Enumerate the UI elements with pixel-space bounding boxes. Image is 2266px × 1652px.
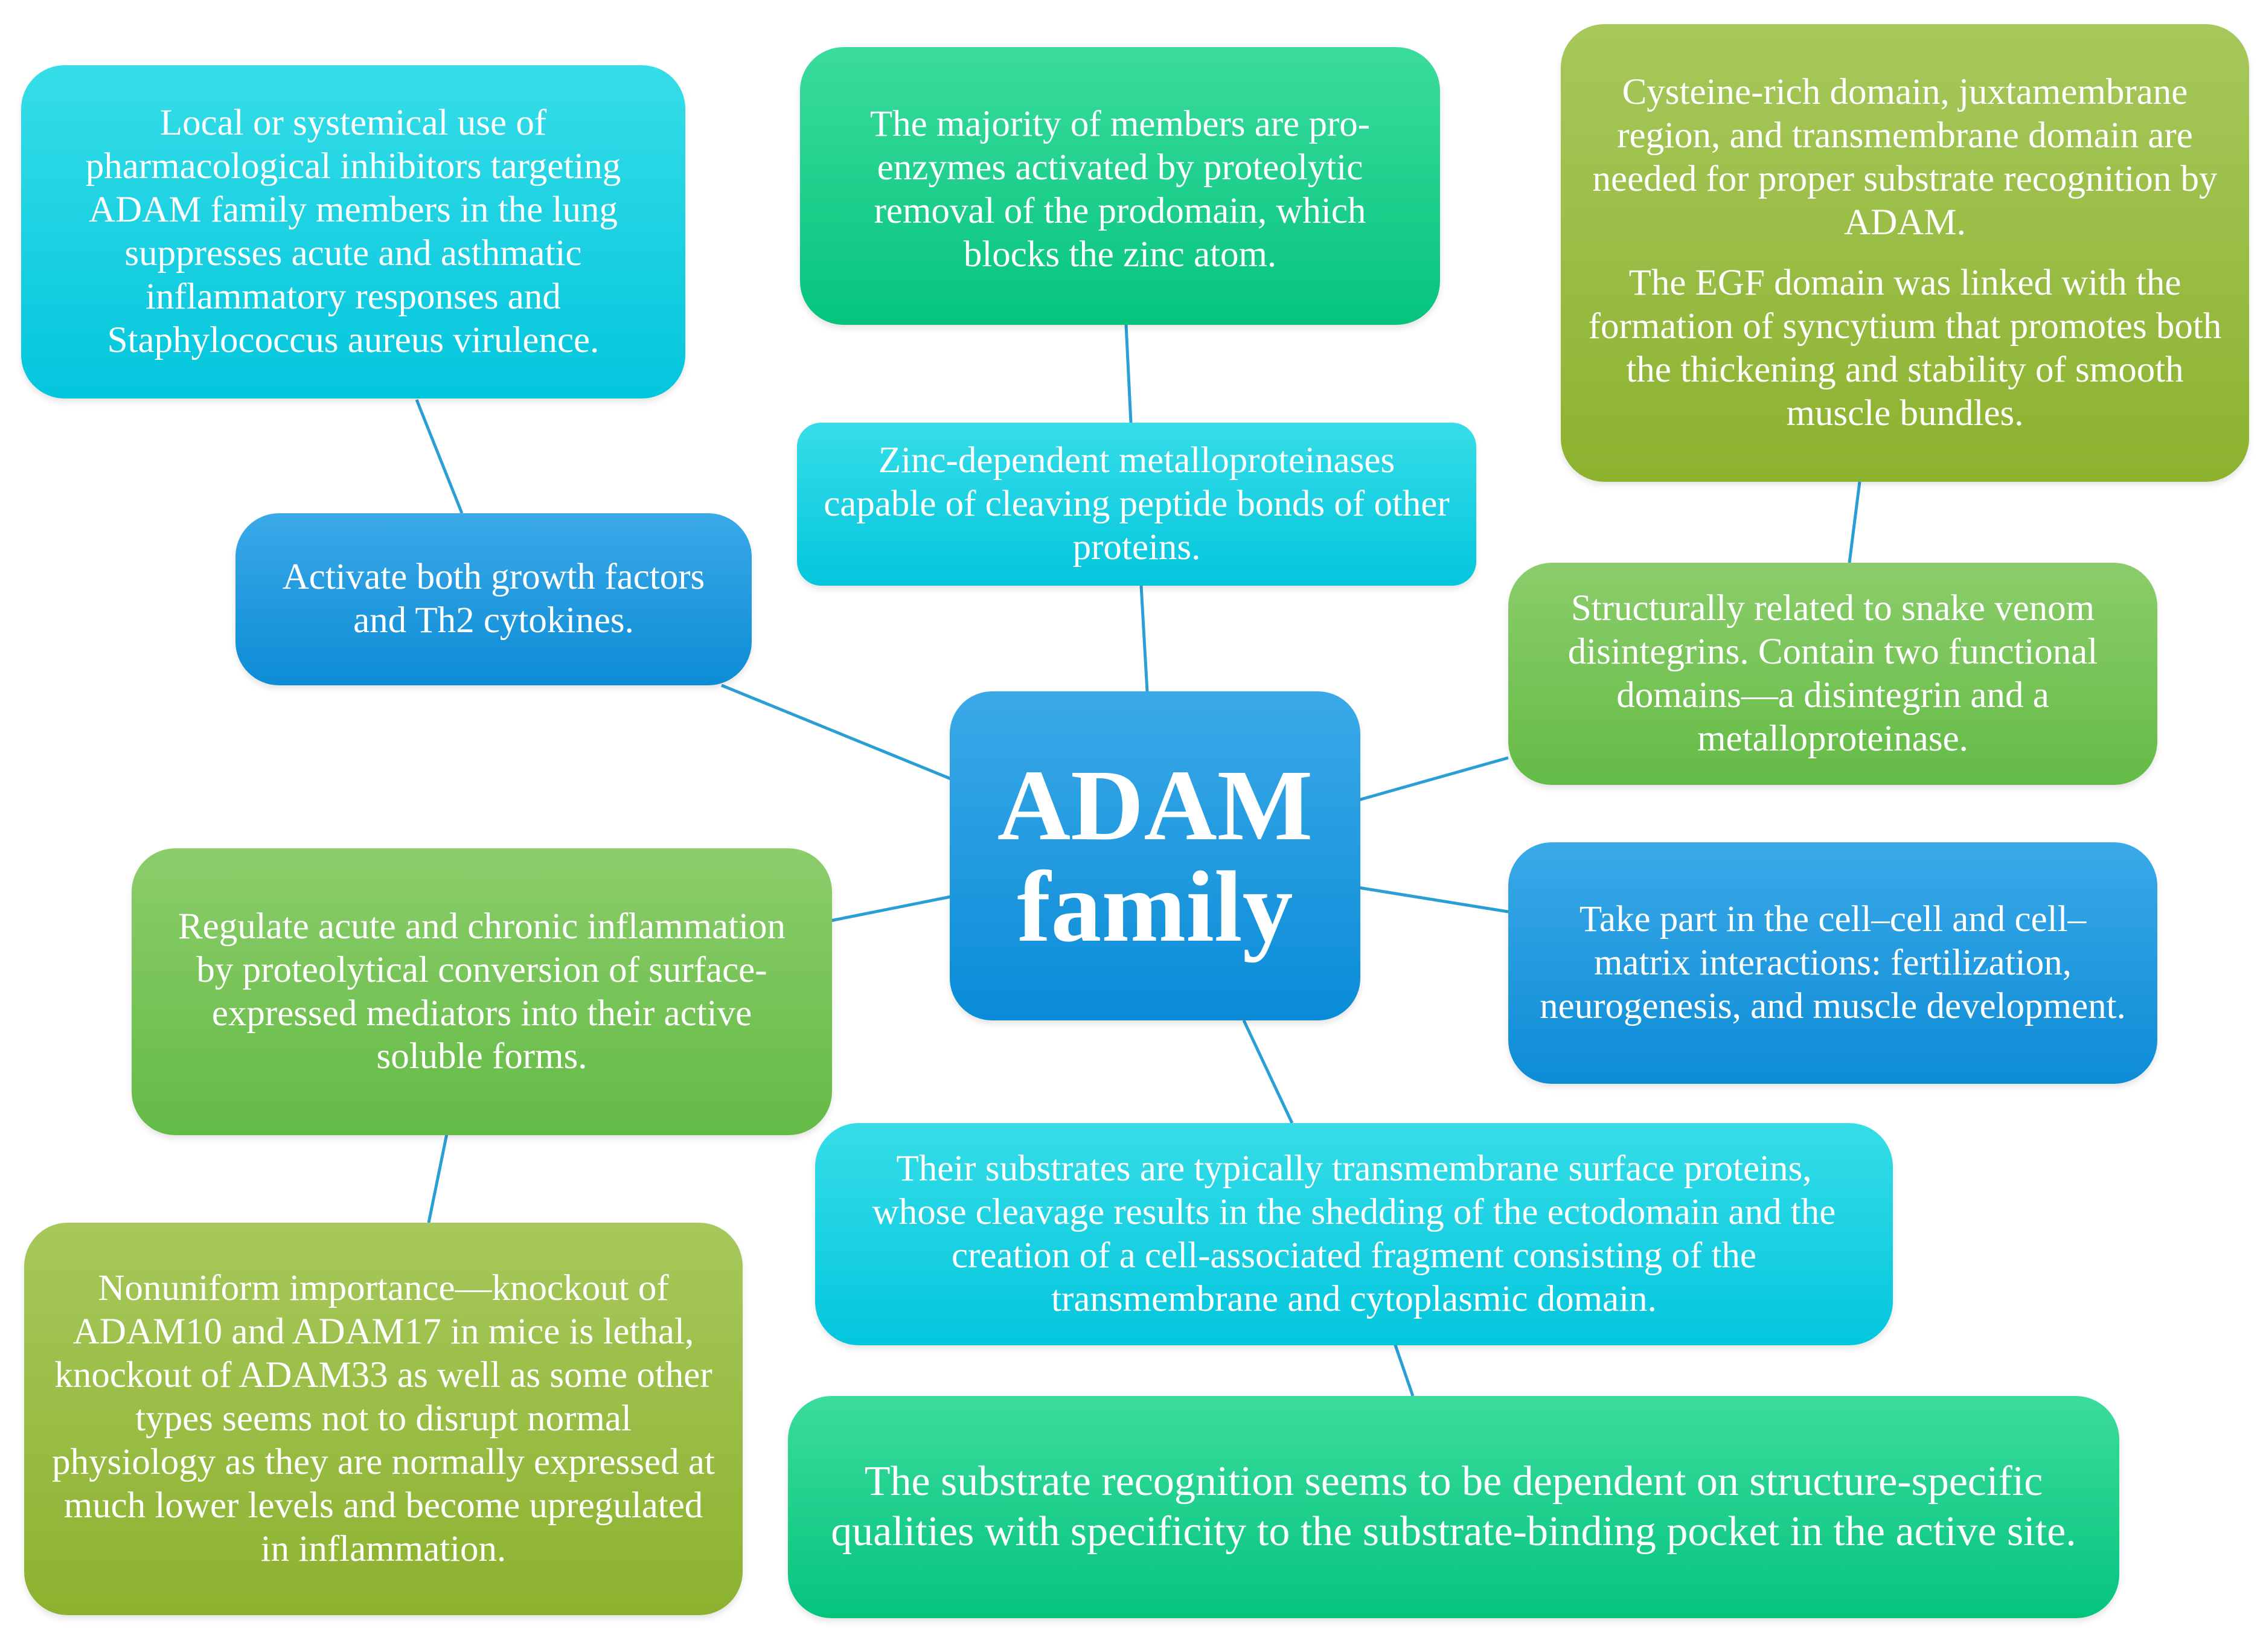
node-inflammation-text: Regulate acute and chronic inflammation … [178, 906, 786, 1077]
connector-cysteine-snake [1848, 481, 1861, 563]
node-cysteine-egf: Cysteine-rich domain, juxtamembrane regi… [1561, 24, 2249, 482]
center-node-adam-family: ADAM family [950, 691, 1360, 1020]
connector-center-snake [1358, 756, 1509, 802]
node-pro-enzymes-text: The majority of members are pro-enzymes … [869, 104, 1371, 275]
connector-center-cell [1358, 886, 1509, 914]
connector-growth-center [721, 684, 952, 781]
node-snake-venom: Structurally related to snake venom disi… [1508, 563, 2157, 785]
node-snake-venom-text: Structurally related to snake venom disi… [1567, 588, 2098, 759]
node-substrates-text: Their substrates are typically transmemb… [872, 1148, 1836, 1319]
connector-inflammation-knockout [427, 1133, 449, 1223]
node-substrates: Their substrates are typically transmemb… [815, 1123, 1893, 1345]
connector-zinc-center [1139, 585, 1149, 692]
node-growth-factors-text: Activate both growth factors and Th2 cyt… [282, 557, 705, 641]
node-knockout: Nonuniform importance—knockout of ADAM10… [24, 1223, 743, 1615]
center-title-line1: ADAM [997, 749, 1313, 862]
connector-inhibitors-growth [415, 399, 464, 514]
node-local-inhibitors-text: Local or systemical use of pharmacologic… [85, 103, 621, 360]
node-cell-interactions: Take part in the cell–cell and cell–matr… [1508, 842, 2157, 1084]
node-zinc-dependent: Zinc-dependent metalloproteinases capabl… [797, 423, 1476, 586]
connector-proenzymes-zinc [1124, 324, 1133, 423]
connector-substrates-recognition [1393, 1343, 1415, 1397]
node-growth-factors: Activate both growth factors and Th2 cyt… [235, 513, 752, 685]
node-inflammation: Regulate acute and chronic inflammation … [132, 848, 832, 1135]
node-local-inhibitors: Local or systemical use of pharmacologic… [21, 65, 685, 399]
node-knockout-text: Nonuniform importance—knockout of ADAM10… [52, 1268, 715, 1569]
connector-inflammation-center [830, 895, 952, 923]
node-substrate-recognition-text: The substrate recognition seems to be de… [831, 1458, 2076, 1555]
connector-center-substrates [1242, 1019, 1294, 1124]
node-cell-interactions-text: Take part in the cell–cell and cell–matr… [1540, 899, 2126, 1026]
node-egf-domain-text: The EGF domain was linked with the forma… [1588, 263, 2222, 434]
center-title-line2: family [1017, 850, 1293, 963]
node-cysteine-rich-text: Cysteine-rich domain, juxtamembrane regi… [1592, 72, 2218, 243]
node-pro-enzymes: The majority of members are pro-enzymes … [800, 47, 1440, 325]
node-substrate-recognition: The substrate recognition seems to be de… [788, 1396, 2119, 1618]
node-zinc-dependent-text: Zinc-dependent metalloproteinases capabl… [824, 440, 1450, 568]
